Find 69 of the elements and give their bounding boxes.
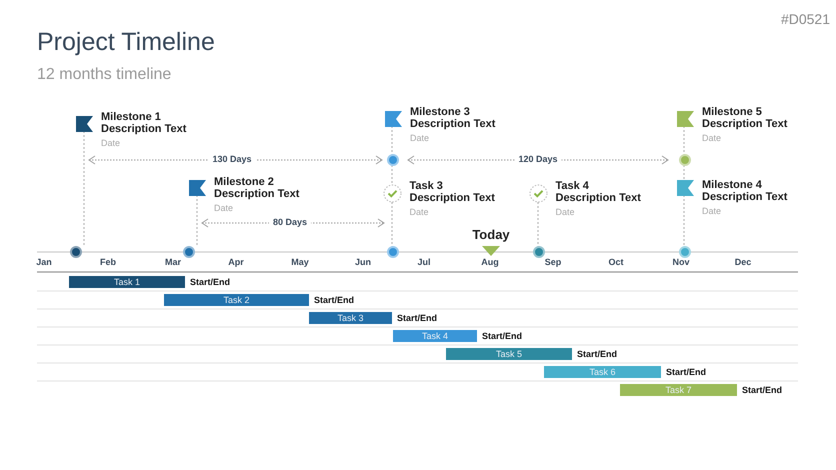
timeline-dot — [183, 246, 195, 258]
duration-label: 80 Days — [268, 217, 312, 228]
description-text: Description Text — [702, 191, 788, 203]
month-label: Nov — [672, 257, 690, 267]
description-text: Description Text — [101, 123, 186, 135]
item-title: Milestone 2 — [214, 176, 275, 188]
month-label: Feb — [100, 257, 116, 267]
task-bar: Task 7 — [620, 384, 737, 396]
item-title: Milestone 4 — [702, 179, 763, 191]
date-text: Date — [410, 133, 430, 144]
timeline-dot — [679, 246, 691, 258]
duration-label: 130 Days — [208, 154, 256, 165]
start-end-label: Start/End — [742, 384, 782, 396]
start-end-label: Start/End — [397, 312, 438, 324]
task-bar: Task 3 — [309, 312, 392, 324]
subtitle: 12 months timeline — [37, 66, 172, 84]
task-bar: Task 5 — [446, 348, 572, 360]
milestone-item — [677, 179, 788, 217]
timeline-dot — [70, 246, 82, 258]
date-text: Date — [556, 207, 576, 218]
start-end-label: Start/End — [666, 366, 706, 378]
start-end-label: Start/End — [482, 330, 522, 342]
title: Project Timeline — [37, 28, 215, 57]
month-label: Apr — [228, 257, 244, 267]
timeline-dot — [387, 154, 399, 166]
start-end-label: Start/End — [314, 294, 354, 306]
month-label: Mar — [165, 257, 181, 267]
milestone-item — [677, 106, 788, 144]
timeline-dot — [387, 246, 399, 258]
date-text: Date — [410, 207, 430, 218]
date-text: Date — [214, 203, 234, 214]
task-bar: Task 6 — [544, 366, 661, 378]
date-text: Date — [101, 138, 122, 149]
task-item — [529, 180, 641, 218]
task-bar: Task 4 — [393, 330, 477, 342]
connector-line — [196, 194, 198, 248]
milestone-item — [189, 176, 300, 214]
month-label: Jan — [36, 257, 52, 267]
task-bar: Task 1 — [69, 276, 185, 288]
item-title: Milestone 3 — [410, 106, 471, 118]
slide-code: #D0521 — [780, 11, 830, 27]
milestone-item — [385, 106, 496, 144]
description-text: Description Text — [410, 192, 495, 204]
month-label: May — [291, 257, 309, 267]
timeline-dot — [679, 154, 691, 166]
today-label: Today — [472, 227, 510, 242]
task-item — [383, 180, 495, 218]
task-bar: Task 2 — [164, 294, 309, 306]
description-text: Description Text — [702, 118, 788, 130]
date-text: Date — [702, 133, 722, 144]
description-text: Description Text — [410, 118, 496, 130]
timeline-dot — [533, 246, 545, 258]
item-title: Task 4 — [556, 180, 590, 192]
month-label: Aug — [481, 257, 499, 267]
date-text: Date — [702, 206, 722, 217]
month-label: Sep — [544, 257, 562, 267]
duration-label: 120 Days — [514, 154, 562, 165]
month-label: Oct — [608, 257, 624, 267]
item-title: Milestone 5 — [702, 106, 763, 118]
description-text: Description Text — [556, 192, 641, 204]
item-title: Milestone 1 — [101, 111, 162, 123]
milestone-item — [76, 111, 186, 149]
start-end-label: Start/End — [190, 276, 230, 288]
month-label: Jul — [418, 257, 430, 267]
month-label: Jun — [355, 257, 371, 267]
month-label: Dec — [734, 257, 752, 267]
item-title: Task 3 — [410, 180, 444, 192]
description-text: Description Text — [214, 188, 300, 200]
start-end-label: Start/End — [577, 348, 618, 360]
